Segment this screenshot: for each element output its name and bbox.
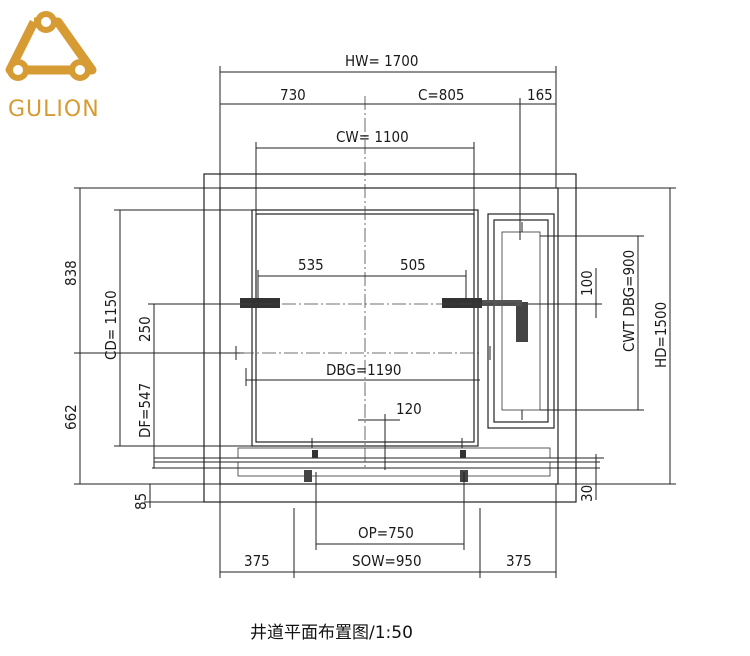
dim-cwt-dbg: CWT DBG=900 [620,250,638,352]
dim-120: 120 [396,400,422,418]
dim-op: OP=750 [358,524,414,542]
drawing-caption: 井道平面布置图/1:50 [250,623,413,643]
dim-165: 165 [527,86,553,104]
dim-c805: C=805 [418,86,465,104]
top-dimensions: HW= 1700 730 C=805 165 CW= 1100 535 505 [219,52,557,300]
dim-dbg: DBG=1190 [326,361,402,379]
dim-sow: SOW=950 [352,552,422,570]
dim-505: 505 [400,256,426,274]
bottom-dimensions: OP=750 375 SOW=950 375 [219,472,557,578]
dim-662: 662 [62,404,80,430]
shaft-walls [203,173,577,503]
dim-375-left: 375 [244,552,270,570]
interior-dimensions: DBG=1190 120 [245,361,480,470]
dim-hw: HW= 1700 [345,52,418,70]
dim-85: 85 [132,493,150,510]
dim-730: 730 [280,86,306,104]
dim-250: 250 [136,316,154,342]
dim-375-right: 375 [506,552,532,570]
dim-cd: CD= 1150 [102,290,120,360]
dim-100: 100 [578,270,596,296]
dim-838: 838 [62,260,80,286]
dim-535: 535 [298,256,324,274]
dim-cw: CW= 1100 [336,128,409,146]
door-sill [152,438,600,482]
gulion-logo: GULION [5,11,100,122]
dim-hd: HD=1500 [652,302,670,368]
dim-df: DF=547 [136,383,154,438]
center-lines [150,96,580,470]
left-dimensions: 838 662 CD= 1150 250 DF=547 85 [62,187,252,510]
dim-30: 30 [578,485,596,502]
counterweight-frame [487,213,555,429]
right-dimensions: HD=1500 CWT DBG=900 100 30 [528,187,676,502]
logo-brand-text: GULION [8,97,100,122]
